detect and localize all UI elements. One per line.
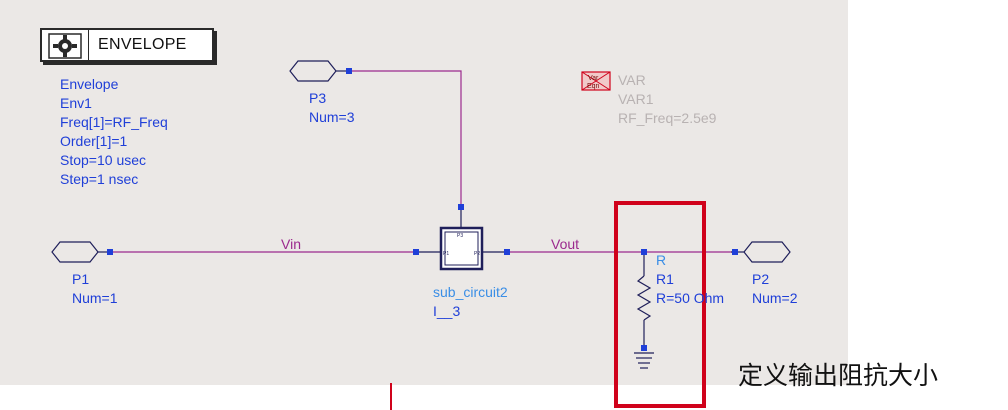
var-rf-freq: RF_Freq=2.5e9 (618, 110, 717, 126)
annotation-text: 定义输出阻抗大小 (738, 361, 939, 390)
envelope-stop: Stop=10 usec (60, 152, 147, 168)
subcircuit-pin-label-left: P1 (443, 251, 449, 257)
envelope-type: Envelope (60, 76, 119, 92)
resistor-zigzag (636, 275, 652, 321)
var-icon-text-bottom: Eqn (587, 83, 600, 90)
port-p3-shape (289, 60, 337, 82)
subcircuit-instance: I__3 (433, 303, 461, 319)
envelope-freq: Freq[1]=RF_Freq (60, 114, 168, 130)
port-p2-pin (732, 249, 738, 255)
envelope-controller-header[interactable]: ENVELOPE (40, 28, 214, 62)
ground-pin (641, 345, 647, 351)
port-p2-num: Num=2 (752, 290, 798, 306)
port-p1-name: P1 (72, 271, 90, 287)
resistor-value: R=50 Ohm (656, 290, 725, 306)
resistor-pin (641, 249, 647, 255)
port-p3-num: Num=3 (309, 109, 355, 125)
port-p2-name: P2 (752, 271, 770, 287)
highlight-box (614, 201, 706, 408)
envelope-header-title: ENVELOPE (98, 36, 187, 53)
envelope-order: Order[1]=1 (60, 133, 128, 149)
port-p1-shape (51, 241, 99, 263)
var-type: VAR (618, 72, 646, 88)
envelope-instance: Env1 (60, 95, 92, 111)
subcircuit-pin-label-top: P3 (457, 233, 463, 239)
subcircuit-name: sub_circuit2 (433, 284, 508, 300)
envelope-controller-icon (48, 33, 82, 59)
port-p1-pin (107, 249, 113, 255)
subcircuit-pin-right (504, 249, 510, 255)
port-p2-shape (743, 241, 791, 263)
resistor-name: R1 (656, 271, 674, 287)
port-p3-name: P3 (309, 90, 327, 106)
schematic-canvas[interactable] (0, 0, 848, 385)
wire-label-vin: Vin (281, 236, 301, 252)
subcircuit-pin-top (458, 204, 464, 210)
envelope-step: Step=1 nsec (60, 171, 139, 187)
port-p3-pin (346, 68, 352, 74)
subcircuit-pin-label-right: P2 (474, 251, 480, 257)
var-icon-text-top: Var (588, 75, 599, 82)
wire-p3 (350, 70, 462, 207)
subcircuit-pin-left (413, 249, 419, 255)
port-p1-num: Num=1 (72, 290, 118, 306)
var-instance: VAR1 (618, 91, 654, 107)
header-divider (88, 30, 89, 60)
resistor-type: R (656, 252, 667, 268)
wire-label-vout: Vout (551, 236, 580, 252)
